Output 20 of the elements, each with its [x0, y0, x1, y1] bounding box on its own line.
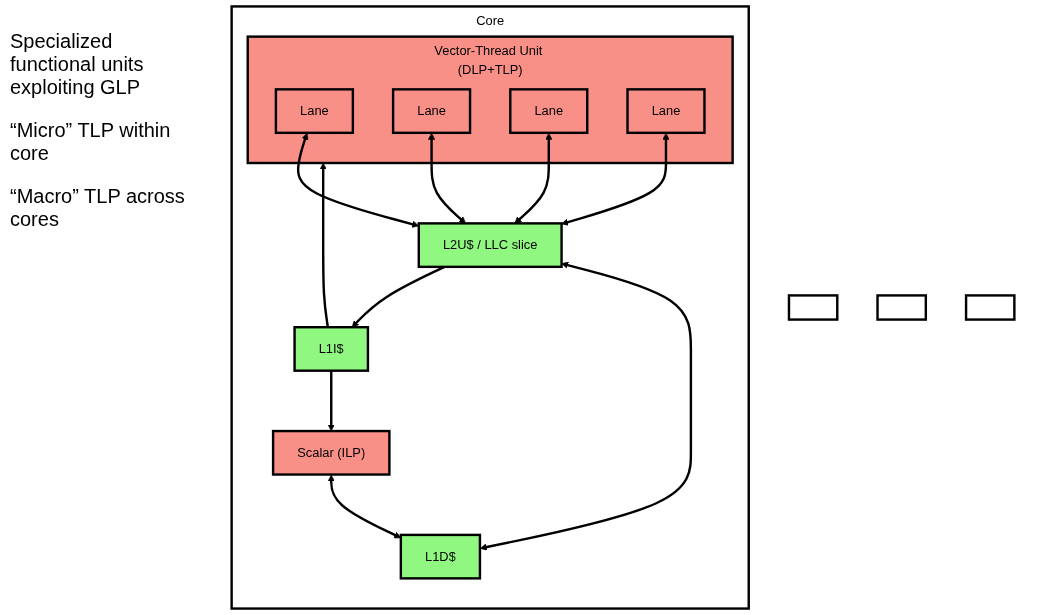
arrow — [428, 132, 466, 224]
arrow — [327, 370, 335, 432]
rotated-note: Specialized functional units exploiting GLP — [10, 30, 145, 99]
node-box: Lane — [274, 88, 355, 135]
node-box: Lane — [391, 88, 472, 135]
arrow — [514, 132, 553, 224]
node-box: L2U$ / LLC slice — [417, 222, 563, 269]
node-box — [964, 294, 1016, 321]
rotated-note: “Micro” TLP within core — [10, 119, 172, 165]
node-box: L1I$ — [293, 326, 370, 372]
node-box: Scalar (ILP) — [271, 429, 391, 476]
arrow — [319, 162, 330, 328]
node-box — [876, 294, 928, 321]
node-box: L1D$ — [399, 533, 482, 580]
arrow — [561, 132, 670, 226]
node-box: Lane — [509, 88, 589, 135]
node-box — [787, 294, 839, 321]
rotated-note: “Macro” TLP across cores — [10, 185, 186, 231]
node-box: Lane — [626, 88, 706, 135]
arrow — [479, 261, 693, 551]
